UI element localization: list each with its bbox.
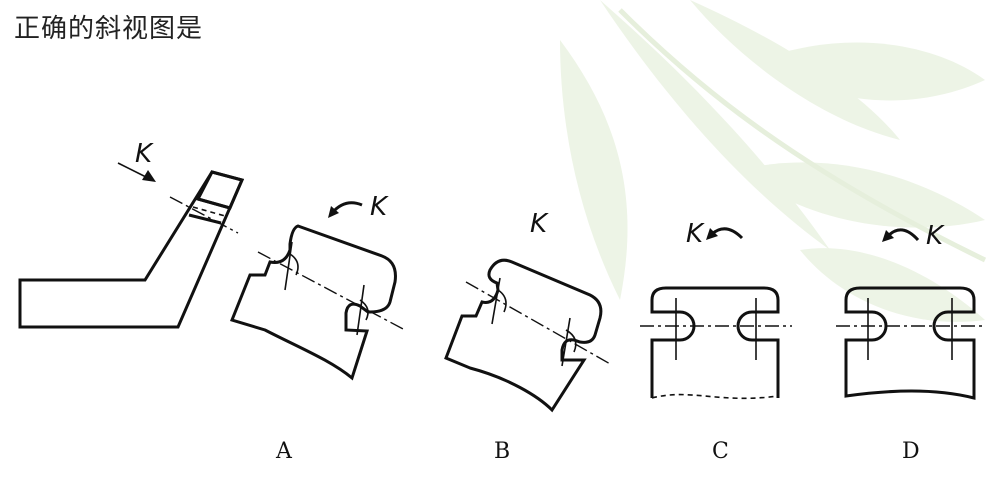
option-d-k-label: K <box>926 221 945 251</box>
k-arrow-head <box>142 170 156 182</box>
option-a-label: A <box>275 439 293 464</box>
option-d-label: D <box>902 439 920 464</box>
option-c-break-line <box>651 393 779 400</box>
option-a-arrowhead <box>328 206 339 218</box>
bent-bar-outline <box>18 170 245 329</box>
option-b-outline <box>444 258 603 413</box>
leaf-watermark <box>560 0 985 322</box>
option-a-axis-1 <box>284 241 293 291</box>
option-b-centerline <box>465 281 613 366</box>
option-b-label: B <box>494 439 510 464</box>
option-d-view: K D <box>836 221 986 464</box>
option-a-axis-2 <box>356 284 365 336</box>
option-b-k-label: K <box>530 209 549 239</box>
option-c-k-label: K <box>686 219 705 249</box>
main-part-view: K <box>18 139 245 329</box>
option-a-view: K A <box>229 192 406 464</box>
option-a-k-label: K <box>370 192 389 222</box>
leaf-stem <box>618 8 987 263</box>
option-d-arrowhead <box>882 230 894 242</box>
option-a-outline <box>229 224 397 381</box>
bent-bar-end-rect <box>195 170 245 210</box>
hole-edge-1 <box>197 197 231 210</box>
option-b-view: K B <box>444 209 613 464</box>
option-c-outline <box>650 286 780 398</box>
k-label-main: K <box>135 139 154 169</box>
main-centerline <box>169 196 239 234</box>
option-b-axis-1 <box>491 277 501 325</box>
option-d-rotation-arrow <box>886 228 920 242</box>
question-text: 正确的斜视图是 <box>14 14 204 44</box>
option-d-outline <box>844 286 976 400</box>
option-c-rotation-arrow <box>711 227 744 240</box>
option-c-label: C <box>712 439 729 464</box>
hidden-hole-line <box>192 206 226 217</box>
option-c-view: K C <box>640 219 792 464</box>
option-b-axis-2 <box>561 317 571 367</box>
option-c-arrowhead <box>706 228 718 240</box>
option-a-centerline <box>257 251 406 331</box>
option-b-hole-left <box>497 289 507 313</box>
